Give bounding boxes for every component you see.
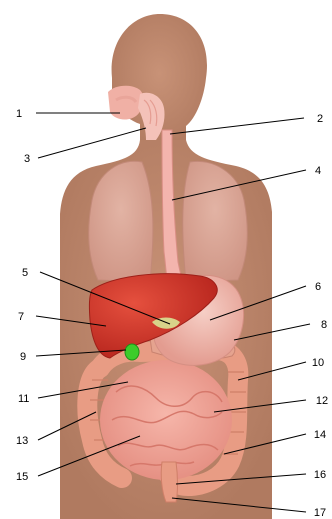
- label-10: 10: [312, 357, 324, 369]
- label-9: 9: [20, 351, 26, 363]
- leader-line-3: [38, 128, 146, 158]
- rectum: [161, 462, 177, 502]
- label-4: 4: [315, 165, 321, 177]
- label-8: 8: [321, 319, 327, 331]
- label-1: 1: [16, 108, 22, 120]
- label-11: 11: [18, 393, 29, 405]
- label-14: 14: [314, 429, 326, 441]
- label-17: 17: [314, 507, 326, 519]
- label-5: 5: [22, 267, 28, 279]
- label-2: 2: [317, 113, 323, 125]
- label-16: 16: [314, 469, 326, 481]
- label-12: 12: [316, 395, 328, 407]
- label-7: 7: [18, 311, 24, 323]
- label-15: 15: [16, 471, 28, 483]
- label-3: 3: [24, 153, 30, 165]
- gallbladder: [125, 344, 139, 360]
- label-6: 6: [315, 281, 321, 293]
- label-13: 13: [16, 435, 28, 447]
